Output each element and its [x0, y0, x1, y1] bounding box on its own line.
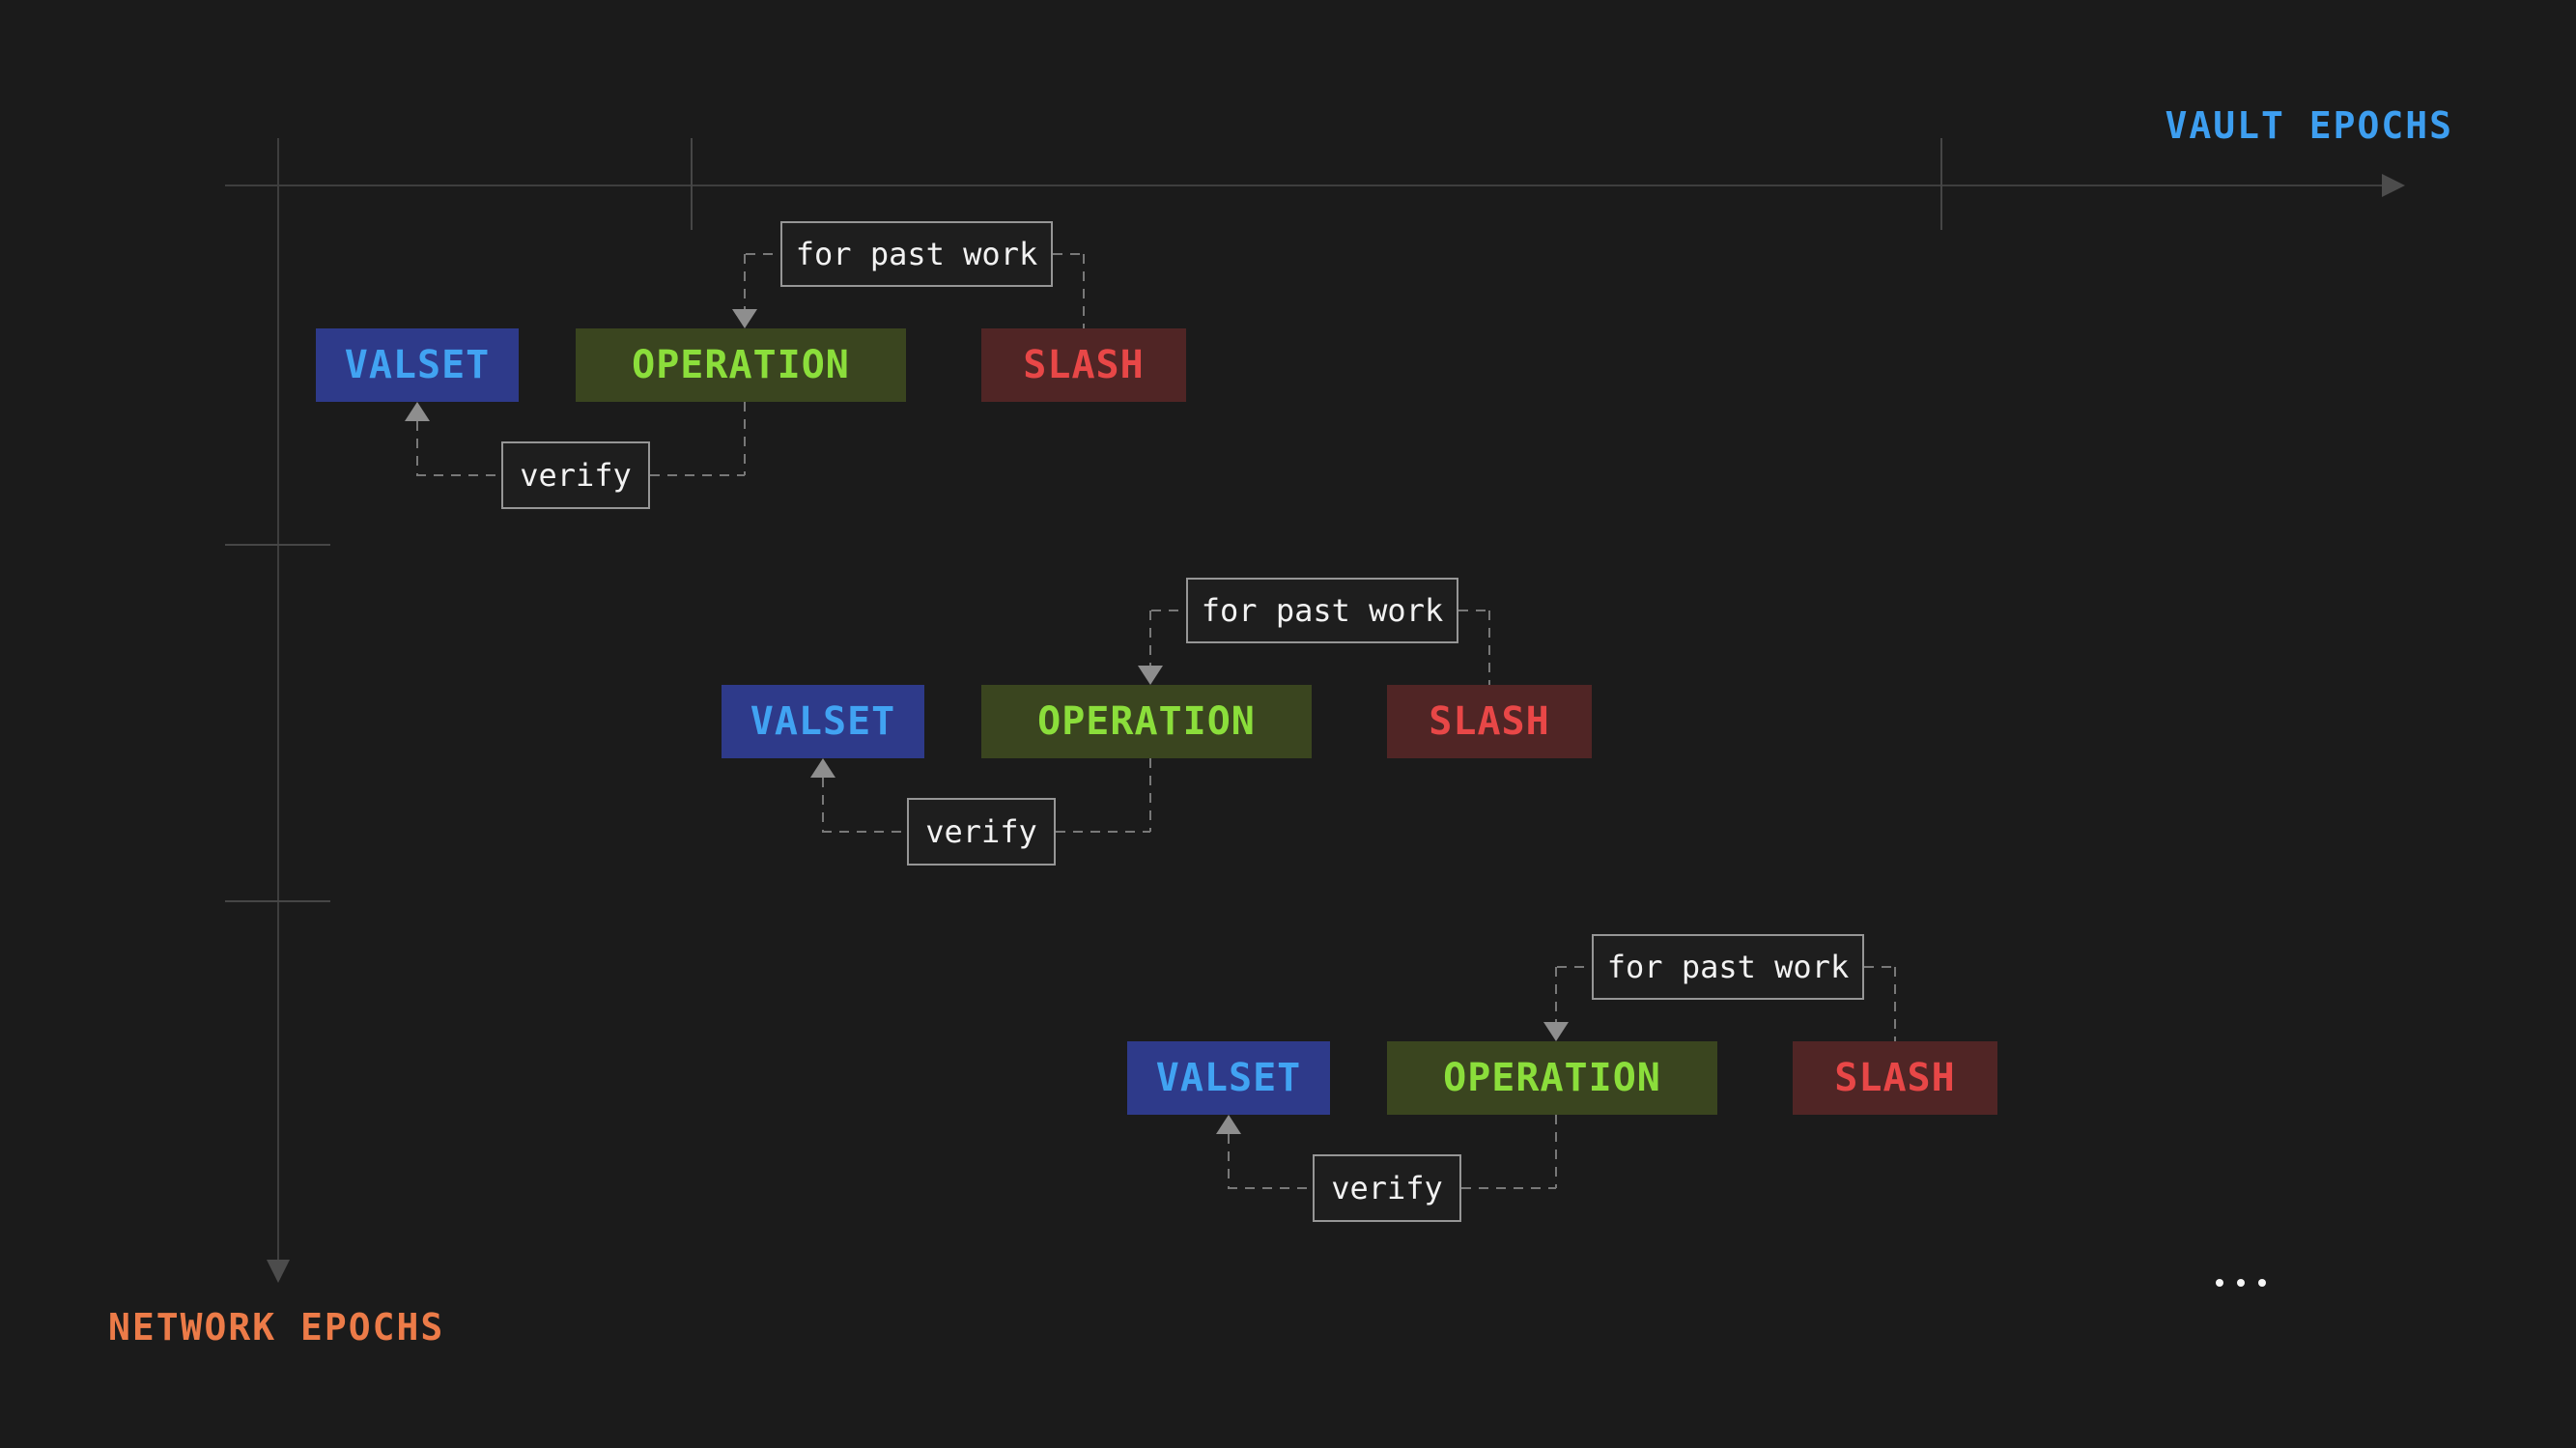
verify-label: verify	[907, 798, 1056, 866]
verify-connector-line	[1228, 1134, 1230, 1188]
for-past-work-label: for past work	[780, 221, 1053, 287]
verify-connector-line	[416, 421, 418, 475]
epoch-group-1: for past work VALSET OPERATION SLASH ver…	[316, 221, 1186, 509]
verify-connector-line	[822, 831, 907, 833]
arrow-down-icon	[732, 309, 757, 328]
dot-icon	[2258, 1279, 2266, 1287]
for-past-work-connector-line	[744, 254, 746, 310]
network-epochs-axis-arrowhead-icon	[267, 1260, 290, 1283]
for-past-work-label: for past work	[1186, 578, 1458, 643]
verify-connector-line	[650, 474, 745, 476]
vault-epochs-axis-arrowhead-icon	[2382, 174, 2405, 197]
verify-connector-line	[822, 778, 824, 832]
valset-box: VALSET	[1127, 1041, 1330, 1115]
operation-box: OPERATION	[981, 685, 1312, 758]
for-past-work-connector-line	[1149, 610, 1151, 667]
network-epochs-axis-line	[277, 138, 279, 1262]
ellipsis-dots	[2216, 1279, 2266, 1287]
vault-epoch-tick-1	[691, 138, 693, 230]
network-epochs-label: NETWORK EPOCHS	[108, 1306, 445, 1349]
slash-box: SLASH	[981, 328, 1186, 402]
verify-connector-line	[744, 402, 746, 475]
valset-box: VALSET	[316, 328, 519, 402]
verify-connector-line	[1555, 1115, 1557, 1188]
network-epoch-tick-1	[225, 544, 330, 546]
verify-connector-line	[416, 474, 501, 476]
verify-label: verify	[1313, 1154, 1461, 1222]
operation-box: OPERATION	[1387, 1041, 1717, 1115]
for-past-work-connector-line	[746, 253, 780, 255]
verify-connector-line	[1056, 831, 1150, 833]
dot-icon	[2237, 1279, 2245, 1287]
arrow-down-icon	[1138, 666, 1163, 685]
for-past-work-label: for past work	[1592, 934, 1864, 1000]
arrow-up-icon	[1216, 1115, 1241, 1134]
for-past-work-connector-line	[1053, 253, 1084, 255]
verify-connector-line	[1228, 1187, 1313, 1189]
for-past-work-connector-line	[1555, 967, 1557, 1023]
slash-box: SLASH	[1387, 685, 1592, 758]
vault-epoch-tick-2	[1940, 138, 1942, 230]
arrow-down-icon	[1543, 1022, 1569, 1041]
arrow-up-icon	[810, 758, 835, 778]
verify-label: verify	[501, 441, 650, 509]
for-past-work-connector-line	[1864, 966, 1895, 968]
for-past-work-connector-line	[1488, 610, 1490, 685]
vault-epochs-label: VAULT EPOCHS	[2165, 104, 2453, 147]
arrow-up-icon	[405, 402, 430, 421]
operation-box: OPERATION	[576, 328, 906, 402]
for-past-work-connector-line	[1557, 966, 1592, 968]
for-past-work-connector-line	[1894, 967, 1896, 1041]
vault-epochs-axis-line	[225, 185, 2384, 186]
epoch-group-3: for past work VALSET OPERATION SLASH ver…	[1127, 934, 1997, 1222]
dot-icon	[2216, 1279, 2223, 1287]
valset-box: VALSET	[722, 685, 924, 758]
slash-box: SLASH	[1793, 1041, 1997, 1115]
epoch-group-2: for past work VALSET OPERATION SLASH ver…	[722, 578, 1592, 866]
network-epoch-tick-2	[225, 900, 330, 902]
for-past-work-connector-line	[1083, 254, 1085, 328]
verify-connector-line	[1149, 758, 1151, 832]
for-past-work-connector-line	[1151, 610, 1186, 611]
for-past-work-connector-line	[1458, 610, 1489, 611]
verify-connector-line	[1461, 1187, 1556, 1189]
